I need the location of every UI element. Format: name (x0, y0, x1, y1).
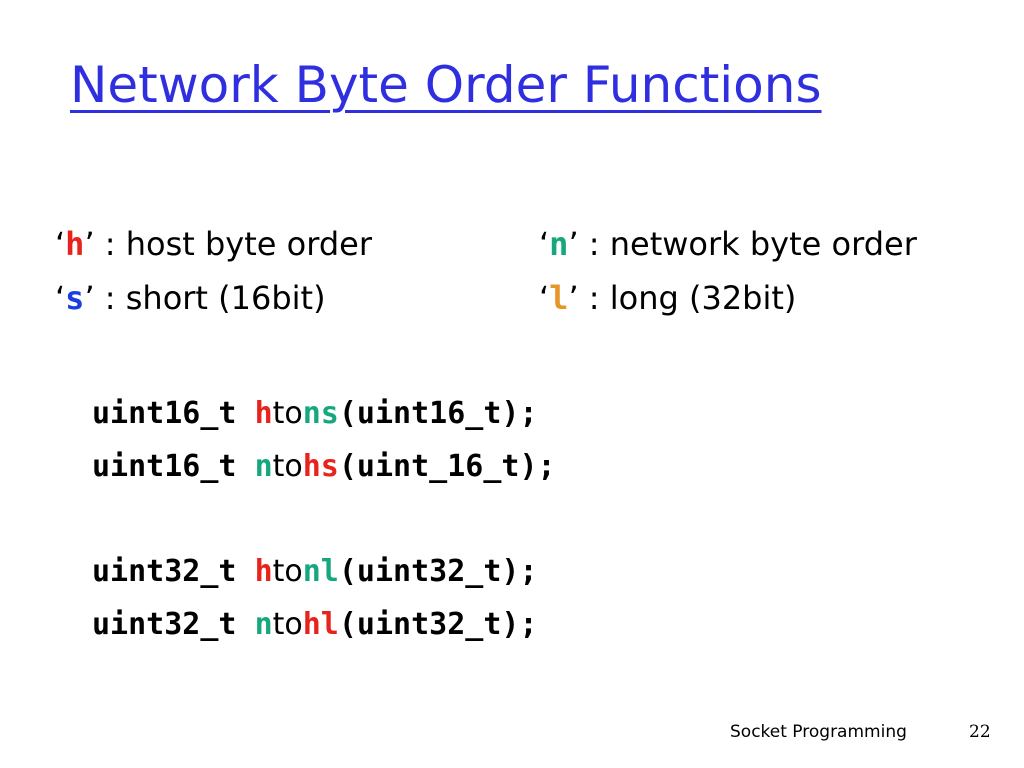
code-line: uint16_t ntohs(uint_16_t); (92, 440, 556, 493)
function-name-part: to (272, 396, 303, 431)
function-name-part: to (272, 554, 303, 589)
quote-close: ’ (568, 279, 579, 317)
legend-description: : network byte order (578, 225, 917, 263)
function-name: htonl (255, 554, 339, 589)
code-line: uint32_t ntohl(uint32_t); (92, 598, 556, 651)
function-name-part: h (254, 554, 273, 589)
quote-open: ‘ (55, 279, 66, 317)
page-number: 22 (969, 722, 991, 742)
quote-close: ’ (84, 225, 95, 263)
legend-key: s (65, 279, 85, 317)
code-line: uint16_t htons(uint16_t); (92, 387, 556, 440)
legend-key: n (549, 225, 569, 263)
legend-description: : host byte order (94, 225, 372, 263)
footer-label: Socket Programming (730, 722, 907, 742)
slide-title: Network Byte Order Functions (70, 56, 822, 114)
function-name-part: h (254, 396, 273, 431)
function-name-part: hl (302, 607, 339, 642)
function-name: ntohs (255, 449, 339, 484)
return-type: uint32_t (92, 554, 255, 589)
function-args: (uint32_t); (338, 607, 538, 642)
function-args: (uint16_t); (338, 396, 538, 431)
function-name-part: n (254, 607, 273, 642)
quote-open: ‘ (539, 279, 550, 317)
function-name: htons (255, 396, 339, 431)
quote-close: ’ (84, 279, 95, 317)
function-args: (uint_16_t); (338, 449, 556, 484)
legend-entry: ‘h’ : host byte order (55, 225, 372, 263)
legend-key: l (549, 279, 569, 317)
quote-open: ‘ (55, 225, 66, 263)
function-name: ntohl (255, 607, 339, 642)
function-name-part: nl (302, 554, 339, 589)
code-block: uint16_t htons(uint16_t);uint16_t ntohs(… (92, 387, 556, 651)
function-name-part: n (254, 449, 273, 484)
return-type: uint16_t (92, 396, 255, 431)
legend-description: : long (32bit) (578, 279, 797, 317)
function-args: (uint32_t); (338, 554, 538, 589)
return-type: uint16_t (92, 449, 255, 484)
quote-close: ’ (568, 225, 579, 263)
code-line: uint32_t htonl(uint32_t); (92, 545, 556, 598)
legend-description: : short (16bit) (94, 279, 326, 317)
function-name-part: to (272, 449, 303, 484)
legend-entry: ‘n’ : network byte order (539, 225, 917, 263)
legend-entry: ‘s’ : short (16bit) (55, 279, 326, 317)
quote-open: ‘ (539, 225, 550, 263)
function-name-part: ns (302, 396, 339, 431)
legend-key: h (65, 225, 85, 263)
function-name-part: to (272, 607, 303, 642)
legend-entry: ‘l’ : long (32bit) (539, 279, 796, 317)
return-type: uint32_t (92, 607, 255, 642)
function-name-part: hs (302, 449, 339, 484)
code-spacer (92, 493, 556, 545)
